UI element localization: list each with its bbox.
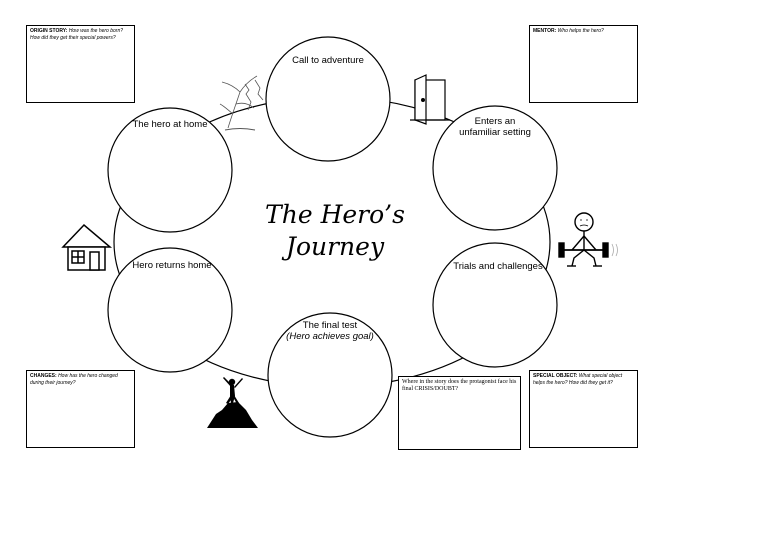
origin-story-label: ORIGIN STORY:: [30, 28, 68, 34]
title-line-2: Journey: [285, 232, 385, 261]
label-hero-at-home: The hero at home: [132, 119, 208, 130]
crisis-box[interactable]: Where in the story does the protagonist …: [398, 376, 521, 450]
open-door-icon: [410, 74, 450, 125]
special-object-question: What special object helps the hero? How …: [533, 373, 623, 386]
special-object-label: SPECIAL OBJECT:: [533, 373, 578, 379]
origin-story-question: How was the hero born? How did they get …: [30, 28, 124, 41]
diagram-title: The Hero’s Journey: [240, 199, 430, 263]
label-unfamiliar-setting: Enters an unfamiliar setting: [435, 116, 555, 138]
weightlifter-icon: [558, 212, 618, 267]
label-unfamiliar-line-1: Enters an: [474, 116, 516, 127]
label-trials: Trials and challenges: [453, 261, 543, 272]
circle-final-test: [267, 312, 393, 438]
house-icon: [61, 223, 113, 271]
mentor-label: MENTOR:: [533, 28, 557, 34]
special-object-box[interactable]: SPECIAL OBJECT: What special object help…: [529, 370, 638, 448]
changes-label: CHANGES:: [30, 373, 57, 379]
label-call-to-adventure: Call to adventure: [292, 55, 364, 66]
mentor-question: Who helps the hero?: [557, 28, 604, 34]
label-final-test-sub: (Hero achieves goal): [286, 331, 374, 342]
circle-hero-at-home: [107, 107, 233, 233]
circle-hero-returns-home: [107, 247, 233, 373]
label-final-test-title: The final test: [302, 320, 358, 331]
title-line-1: The Hero’s: [265, 200, 405, 229]
mountain-climber-icon: [207, 377, 258, 428]
label-unfamiliar-line-2: unfamiliar setting: [459, 127, 531, 138]
lightning-tree-icon: [219, 75, 264, 131]
circle-trials: [432, 242, 558, 368]
label-hero-returns-home: Hero returns home: [132, 260, 212, 271]
circle-call-to-adventure: [265, 36, 391, 162]
label-final-test: The final test (Hero achieves goal): [270, 320, 390, 342]
crisis-question: Where in the story does the protagonist …: [402, 379, 517, 392]
circle-unfamiliar-setting: [432, 105, 558, 231]
mentor-box[interactable]: MENTOR: Who helps the hero?: [529, 25, 638, 103]
changes-box[interactable]: CHANGES: How has the hero changed during…: [26, 370, 135, 448]
origin-story-box[interactable]: ORIGIN STORY: How was the hero born? How…: [26, 25, 135, 103]
changes-question: How has the hero changed during their jo…: [30, 373, 118, 386]
